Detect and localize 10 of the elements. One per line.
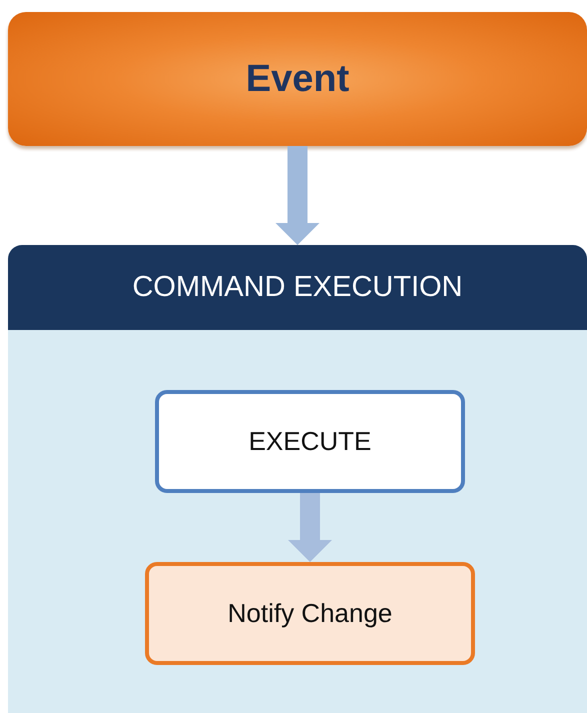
node-label: EXECUTE [248,426,372,457]
heading: COMMAND EXECUTION [132,271,463,304]
process-box [145,562,475,665]
arrow [288,493,332,562]
event-box [8,12,587,146]
process-box [155,390,465,493]
node-label: Notify Change [228,598,392,629]
node-label: Event [246,58,350,100]
arrow [276,146,320,245]
group-panel [8,245,587,713]
